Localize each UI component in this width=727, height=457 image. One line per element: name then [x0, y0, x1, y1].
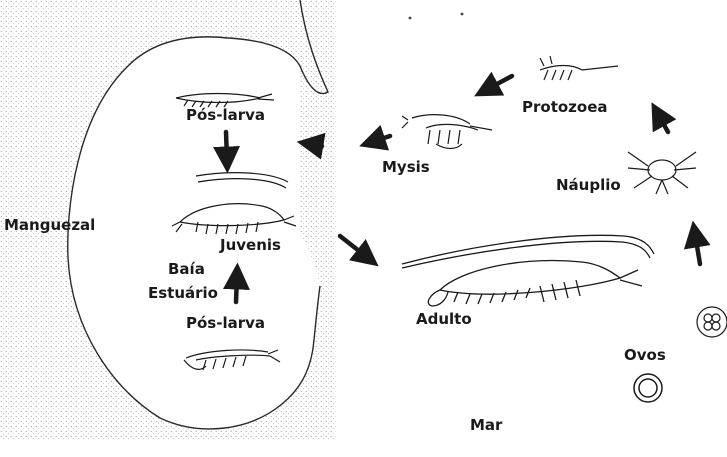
label-estuario: Estuário — [148, 286, 218, 301]
label-pos-larva-top: Pós-larva — [186, 108, 265, 123]
shrimp-adult-icon — [402, 235, 654, 306]
label-baia: Baía — [168, 262, 205, 277]
egg-cluster-icon — [697, 307, 727, 337]
label-manguezal: Manguezal — [4, 218, 95, 233]
label-mysis: Mysis — [382, 160, 430, 175]
arrow-poslarva-to-juvenis-bottom — [236, 276, 237, 302]
mysis-larva-icon — [402, 115, 492, 149]
label-ovos: Ovos — [624, 348, 666, 363]
nauplius-larva-icon — [628, 152, 696, 194]
label-adulto: Adulto — [416, 312, 472, 327]
speck-marks — [409, 13, 464, 20]
shrimp-juvenile-icon — [172, 173, 296, 234]
shrimp-postlarva-bottom-icon — [184, 350, 280, 370]
label-nauplio: Náuplio — [556, 178, 621, 193]
arrow-juvenis-to-adulto — [340, 236, 368, 258]
label-pos-larva-bottom: Pós-larva — [186, 316, 265, 331]
label-protozoea: Protozoea — [522, 100, 608, 115]
single-egg-icon — [634, 374, 662, 402]
protozoea-larva-icon — [540, 56, 618, 80]
label-mar: Mar — [470, 418, 502, 433]
arrow-nauplio-to-protozoea — [658, 114, 668, 132]
arrow-ovos-to-nauplio — [695, 234, 700, 264]
label-juvenis: Juvenis — [220, 238, 281, 253]
arrow-protozoea-to-mysis — [486, 76, 512, 90]
arrow-mysis-to-poslarva — [372, 136, 390, 142]
arrow-into-estuary — [310, 144, 322, 146]
cycle-arrows — [226, 76, 700, 302]
arrow-poslarva-to-juvenis — [226, 132, 227, 160]
shrimp-postlarva-top-icon — [176, 94, 274, 108]
